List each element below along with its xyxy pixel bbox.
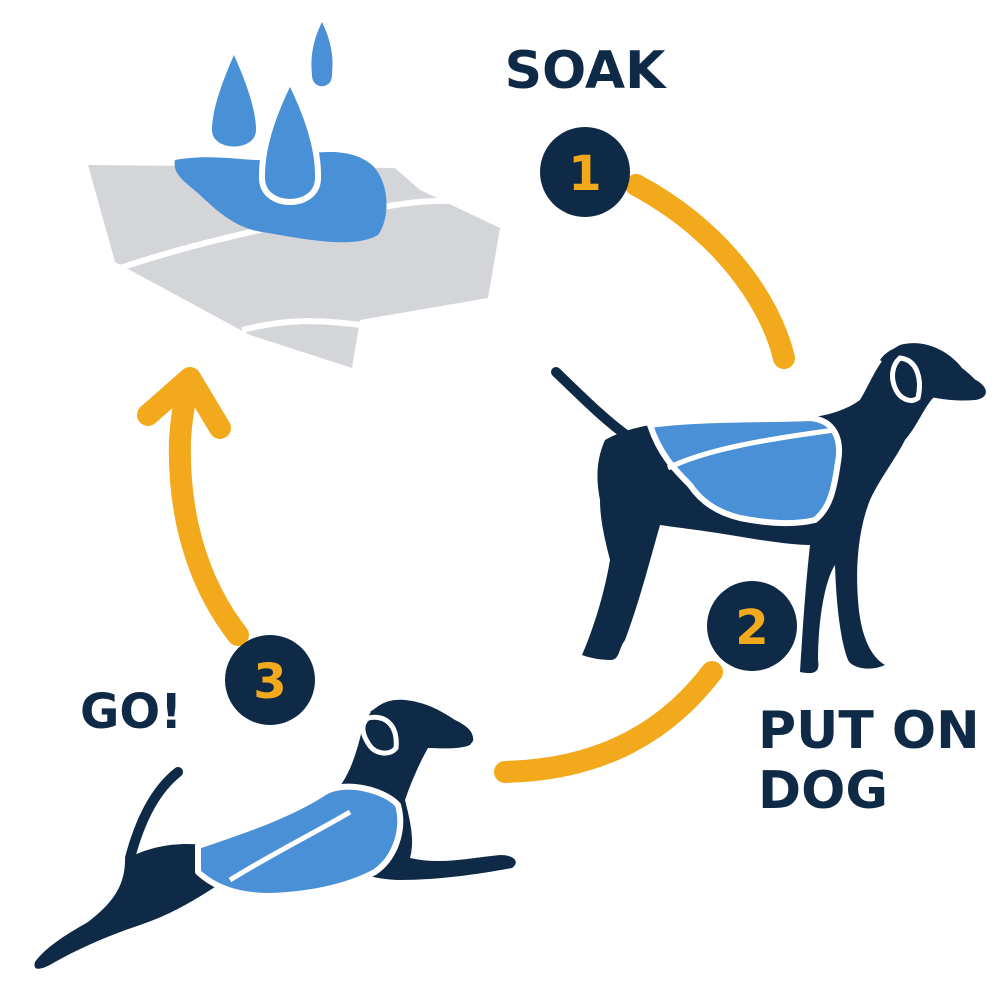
dog-ear <box>890 355 922 403</box>
step-label-put-on-dog-line1: PUT ON <box>758 701 980 761</box>
arrow-arc-1-to-2 <box>625 174 795 369</box>
step-number: 3 <box>253 654 286 710</box>
standing-dog-illustration <box>551 343 986 674</box>
step-number: 1 <box>568 146 601 202</box>
dog-tail <box>125 767 183 863</box>
step-badge-2: 2 <box>707 581 797 671</box>
dog-ear <box>360 714 399 756</box>
soaked-vest-illustration <box>88 22 500 368</box>
arrow-arc-2-to-3 <box>494 661 723 783</box>
arrowhead-icon <box>137 367 231 439</box>
vest-fabric <box>88 165 500 368</box>
vest-seam <box>666 427 836 471</box>
step-number: 2 <box>735 600 768 656</box>
water-drop-icon <box>311 22 333 87</box>
water-drop-icon <box>212 55 256 147</box>
vest-seam-lower <box>241 318 363 333</box>
step-badge-1: 1 <box>540 127 630 217</box>
water-drop-icon <box>258 73 322 205</box>
arrow-arc-3-to-1 <box>168 379 249 646</box>
running-dog-illustration <box>34 699 516 969</box>
step-label-soak: SOAK <box>505 41 668 101</box>
step-label-go: GO! <box>80 684 182 740</box>
step-badge-3: 3 <box>225 635 315 725</box>
dog-vest <box>647 415 842 527</box>
dog-tail <box>551 367 635 443</box>
vest-seam <box>228 809 352 883</box>
step-label-put-on-dog-line2: DOG <box>758 761 888 821</box>
